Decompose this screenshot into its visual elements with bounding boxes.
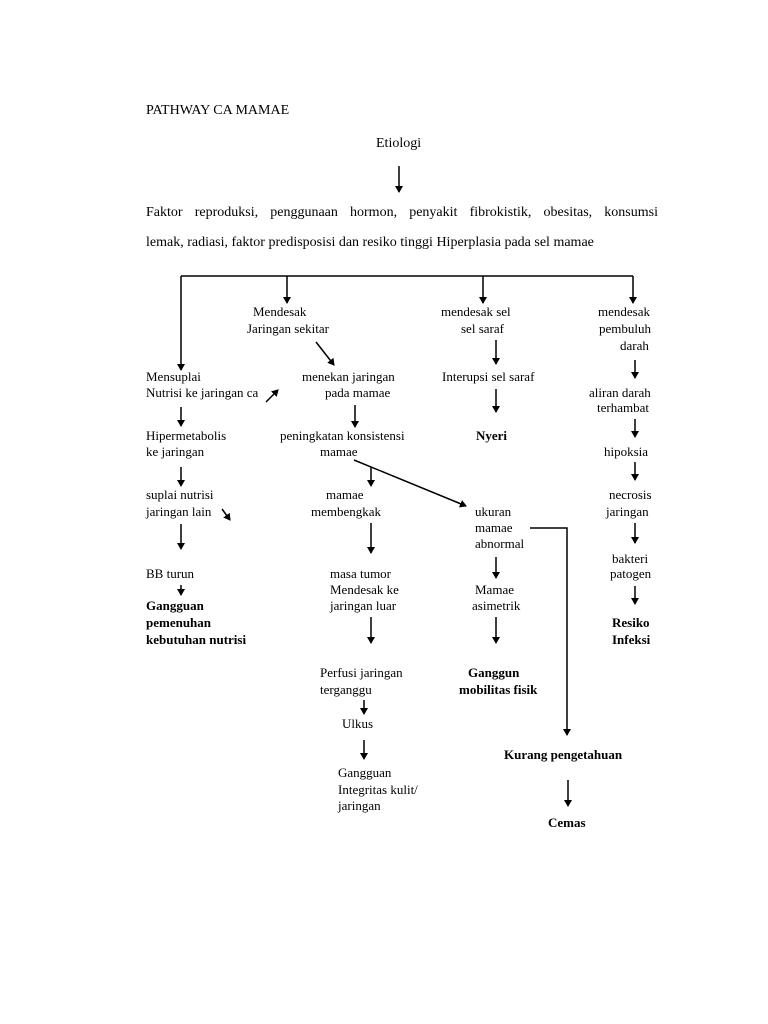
factors-text: Faktor reproduksi, penggunaan hormon, pe… <box>146 198 658 258</box>
dx-ganggun: Ganggun <box>468 665 520 680</box>
bb-turun: BB turun <box>146 566 195 581</box>
dx-nyeri: Nyeri <box>476 428 508 443</box>
nutrisi-ke-jaringan: Nutrisi ke jaringan ca <box>146 385 259 400</box>
mendesak: Mendesak <box>253 304 307 319</box>
ukuran: ukuran <box>475 504 512 519</box>
arrow-c2-diag <box>315 341 335 366</box>
menekan-jaringan: menekan jaringan <box>302 369 395 384</box>
dx-resiko: Resiko <box>612 615 650 630</box>
jaringan-sekitar: Jaringan sekitar <box>247 321 329 336</box>
mamae-ukuran: mamae <box>475 520 513 535</box>
mamae-asimetrik-2: asimetrik <box>472 598 521 613</box>
mendesak-pembuluh-2: pembuluh <box>599 321 651 336</box>
ke-jaringan: ke jaringan <box>146 444 205 459</box>
page-title: PATHWAY CA MAMAE <box>146 103 290 118</box>
terganggu: terganggu <box>320 682 372 697</box>
hipoksia: hipoksia <box>604 444 649 459</box>
dx-gangguan-integritas-1: Gangguan <box>338 765 392 780</box>
dx-gangguan-integritas-2: Integritas kulit/ <box>338 782 418 797</box>
factors-line-2: lemak, radiasi, faktor predisposisi dan … <box>146 235 594 250</box>
terhambat: terhambat <box>597 400 649 415</box>
bakteri: bakteri <box>612 551 649 566</box>
abnormal: abnormal <box>475 536 525 551</box>
aliran-darah: aliran darah <box>589 385 651 400</box>
suplai-nutrisi: suplai nutrisi <box>146 487 214 502</box>
jaringan-luar: jaringan luar <box>330 598 397 613</box>
mendesak-sel: mendesak sel <box>441 304 511 319</box>
dx-cemas: Cemas <box>548 815 586 830</box>
factors-line-1: Faktor reproduksi, penggunaan hormon, pe… <box>146 205 658 220</box>
membengkak: membengkak <box>311 504 382 519</box>
mamae-konsistensi: mamae <box>320 444 358 459</box>
mendesak-pembuluh-1: mendesak <box>598 304 650 319</box>
mensuplai: Mensuplai <box>146 369 201 384</box>
arrow-c1-diag <box>221 508 231 521</box>
jaringan-lain: jaringan lain <box>146 504 212 519</box>
perfusi-jaringan: Perfusi jaringan <box>320 665 403 680</box>
sel-saraf: sel saraf <box>461 321 504 336</box>
peningkatan-konsistensi: peningkatan konsistensi <box>280 428 405 443</box>
pada-mamae: pada mamae <box>325 385 391 400</box>
masa-tumor: masa tumor <box>330 566 392 581</box>
interupsi-sel-saraf: Interupsi sel saraf <box>442 369 535 384</box>
dx-infeksi: Infeksi <box>612 632 651 647</box>
dx-mobilitas-fisik: mobilitas fisik <box>459 682 538 697</box>
mamae: mamae <box>326 487 364 502</box>
patogen: patogen <box>610 566 652 581</box>
mendesak-pembuluh-3: darah <box>620 338 649 353</box>
mamae-asimetrik-1: Mamae <box>475 582 514 597</box>
mendesak-ke: Mendesak ke <box>330 582 399 597</box>
dx-kurang-pengetahuan: Kurang pengetahuan <box>504 747 623 762</box>
arrow-to-kurang <box>530 527 571 736</box>
necrosis: necrosis <box>609 487 652 502</box>
dx-gangguan-integritas-3: jaringan <box>338 798 381 813</box>
ulkus: Ulkus <box>342 716 374 731</box>
necrosis-jaringan: jaringan <box>606 504 649 519</box>
hipermetabolis: Hipermetabolis <box>146 428 227 443</box>
dx-kebutuhan-nutrisi: kebutuhan nutrisi <box>146 632 247 647</box>
arrow-c2-ukuran <box>353 459 467 508</box>
etiologi-label: Etiologi <box>376 136 422 151</box>
arrow-to-nutrisi <box>265 389 279 403</box>
dx-pemenuhan: pemenuhan <box>146 615 212 630</box>
dx-gangguan: Gangguan <box>146 598 204 613</box>
